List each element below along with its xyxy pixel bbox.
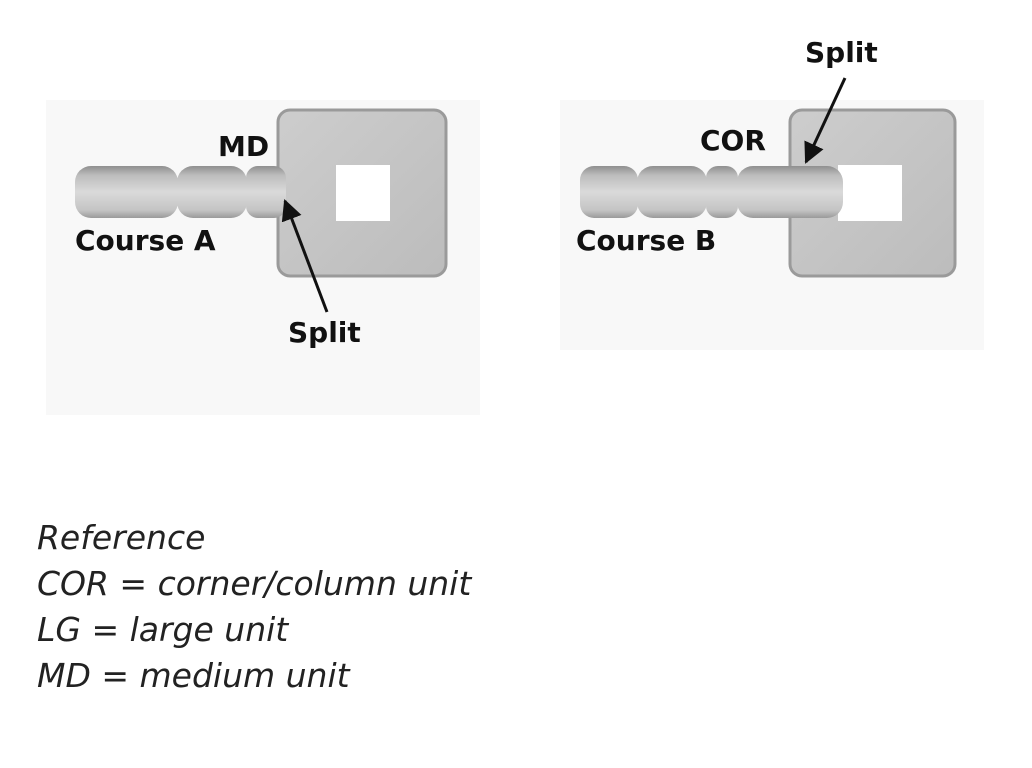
square-column-block-b [788, 108, 957, 278]
medium-unit-a [246, 166, 286, 218]
course-a-label: Course A [75, 224, 216, 257]
split-arrow-b [804, 77, 847, 164]
unit-label-md: MD [218, 130, 269, 163]
course-b-label: Course B [576, 224, 716, 257]
wall-course-diagram: MD Course A Split COR Course B Split [46, 36, 984, 415]
large-unit-b2 [637, 166, 707, 218]
figure-course-a: MD Course A Split [46, 100, 480, 415]
figure-course-b: COR Course B Split [560, 36, 984, 350]
reference-item-lg: LG = large unit [37, 610, 289, 649]
course-b-units [580, 166, 843, 218]
large-unit-a1 [75, 166, 178, 218]
square-column-block-a [276, 108, 448, 278]
course-a-units [75, 166, 286, 218]
large-unit-b1 [580, 166, 638, 218]
reference-item-cor: COR = corner/column unit [37, 564, 472, 603]
split-label-a: Split [288, 316, 361, 349]
reference-legend: Reference COR = corner/column unit LG = … [37, 515, 471, 699]
split-label-b: Split [805, 36, 878, 69]
unit-label-cor: COR [700, 124, 766, 157]
large-unit-a2 [177, 166, 247, 218]
reference-heading: Reference [37, 518, 206, 557]
split-arrow-a [281, 199, 329, 313]
reference-item-md: MD = medium unit [37, 656, 350, 695]
corner-column-unit-b [737, 166, 843, 218]
medium-unit-b [706, 166, 738, 218]
